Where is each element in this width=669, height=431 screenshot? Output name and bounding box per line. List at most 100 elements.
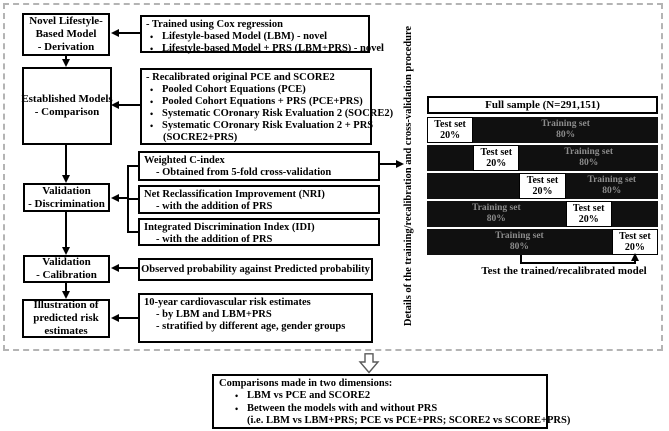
comparisons-line: Comparisons made in two dimensions:	[219, 378, 393, 389]
left-arrow-head-icon	[111, 314, 119, 322]
test-set-cell: Test set 20%	[519, 173, 566, 199]
test-set-pct: 20%	[532, 186, 553, 197]
bracket-stub-line	[127, 231, 138, 233]
detail-bullet-line: • Pooled Cohort Equations (PCE)	[146, 84, 366, 96]
test-set-pct: 20%	[624, 242, 645, 253]
bullet-icon: •	[150, 32, 154, 42]
detail-line: Net Reclassification Improvement (NRI)	[144, 189, 325, 200]
detail-box-comparison: - Recalibrated original PCE and SCORE2 •…	[140, 68, 393, 145]
cv-fold-row-4: Training set 80% Test set 20%	[427, 201, 658, 227]
cv-fold-row-1: Test set 20% Training set 80%	[427, 117, 658, 143]
cv-caption: Test the trained/recalibrated model	[481, 265, 647, 277]
detail-line: - Recalibrated original PCE and SCORE2	[146, 72, 335, 83]
right-arrow-head-icon	[396, 160, 404, 168]
down-arrow-head-icon	[62, 291, 70, 299]
test-set-label: Test set	[480, 147, 513, 158]
detail-line: Lifestyle-based Model + PRS (LBM+PRS) - …	[162, 43, 384, 54]
flow-box-line: Established Models	[21, 93, 113, 105]
down-arrow-line	[65, 56, 67, 61]
detail-bullet-line: •Lifestyle-based Model + PRS (LBM+PRS) -…	[146, 43, 384, 55]
left-arrow-line	[118, 267, 138, 269]
down-arrow-head-icon	[62, 175, 70, 183]
rotated-panel-title: Details of the training/recalibration an…	[403, 25, 414, 327]
detail-line: 10-year cardiovascular risk estimates	[144, 297, 311, 308]
detail-box-nri: Net Reclassification Improvement (NRI) -…	[138, 185, 380, 214]
comparisons-bullet-line: • LBM vs PCE and SCORE2	[219, 390, 541, 402]
detail-line: - Obtained from 5-fold cross-validation	[156, 167, 332, 178]
full-sample-label: Full sample (N=291,151)	[485, 99, 600, 111]
flow-box-line: - Discrimination	[28, 197, 105, 210]
detail-line: (SOCRE2+PRS)	[163, 132, 238, 143]
right-arrow-line	[380, 163, 397, 165]
detail-line: - stratified by different age, gender gr…	[156, 321, 346, 332]
bullet-icon: •	[150, 121, 154, 131]
down-arrow-line	[65, 145, 67, 176]
detail-box-c-index: Weighted C-index - Obtained from 5-fold …	[138, 151, 380, 181]
test-set-label: Test set	[619, 231, 651, 242]
cv-fold-row-2: Test set 20% Training set 80%	[427, 145, 658, 171]
bullet-icon: •	[235, 403, 239, 414]
test-connector-line	[520, 262, 636, 264]
comparisons-bullet-line: •Between the models with and without PRS	[219, 403, 541, 415]
flow-box-line: Validation	[42, 184, 91, 197]
comparisons-box: Comparisons made in two dimensions: • LBM…	[212, 374, 571, 429]
cv-fold-row-3: Test set 20% Training set 80%	[427, 173, 658, 199]
detail-line: Pooled Cohort Equations (PCE)	[162, 84, 306, 95]
left-arrow-line	[118, 104, 140, 106]
detail-line: Integrated Discrimination Index (IDI)	[144, 222, 315, 233]
left-arrow-head-icon	[111, 29, 119, 37]
left-arrow-line	[118, 32, 140, 34]
left-arrow-head-icon	[111, 101, 119, 109]
comparisons-line: LBM vs PCE and SCORE2	[247, 390, 371, 402]
flow-box-validation-discrimination: Validation - Discrimination	[23, 183, 110, 212]
flow-box-line: Novel Lifestyle-	[29, 15, 103, 27]
test-set-cell: Test set 20%	[611, 229, 658, 255]
bullet-icon: •	[150, 109, 154, 119]
bracket-vertical-line	[127, 165, 129, 233]
left-arrow-head-icon	[111, 264, 119, 272]
flow-box-derivation: Novel Lifestyle- Based Model - Derivatio…	[22, 13, 110, 56]
detail-line: Pooled Cohort Equations + PRS (PCE+PRS)	[162, 96, 363, 107]
comparisons-line: (i.e. LBM vs LBM+PRS; PCE vs PCE+PRS; SC…	[247, 414, 571, 426]
detail-box-illustration: 10-year cardiovascular risk estimates - …	[138, 293, 373, 343]
detail-line: - with the addition of PRS	[156, 234, 273, 245]
down-arrow-line	[65, 283, 67, 293]
detail-line: Systematic COronary Risk Evaluation 2 + …	[162, 120, 374, 131]
detail-bullet-line: • Systematic COronary Risk Evaluation 2 +…	[146, 120, 373, 132]
down-arrow-line	[65, 212, 67, 248]
left-arrow-head-icon	[111, 194, 119, 202]
test-connector-line	[634, 258, 636, 264]
flow-box-line: predicted risk	[33, 312, 99, 324]
detail-box-derivation: - Trained using Cox regression •Lifestyl…	[140, 15, 384, 55]
flow-box-line: Validation	[42, 256, 91, 268]
flow-box-line: Based Model	[35, 28, 97, 40]
cv-fold-row-5: Training set 80% Test set 20%	[427, 229, 658, 255]
detail-line: - with the addition of PRS	[156, 201, 273, 212]
left-arrow-line	[118, 317, 138, 319]
up-arrow-head-icon	[631, 253, 639, 261]
detail-bullet-line: •Pooled Cohort Equations + PRS (PCE+PRS)	[146, 96, 366, 108]
detail-bullet-line: •Lifestyle-based Model (LBM) - novel	[146, 31, 364, 43]
training-set-label: Training set 80%	[587, 175, 637, 196]
detail-line: Observed probability against Predicted p…	[141, 263, 370, 275]
flow-box-validation-calibration: Validation - Calibration	[23, 255, 110, 283]
detail-box-idi: Integrated Discrimination Index (IDI) - …	[138, 218, 380, 246]
detail-line: Weighted C-index	[144, 155, 225, 166]
test-set-cell: Test set 20%	[473, 145, 520, 171]
left-arrow-line	[118, 197, 128, 199]
flow-box-line: - Derivation	[37, 41, 95, 53]
flow-box-line: - Comparison	[34, 106, 100, 118]
flow-box-line: estimates	[44, 325, 88, 337]
test-set-cell: Test set 20%	[565, 201, 612, 227]
detail-box-calibration: Observed probability against Predicted p…	[138, 258, 373, 281]
test-set-label: Test set	[526, 175, 559, 186]
bullet-icon: •	[150, 85, 154, 95]
down-arrow-head-icon	[62, 247, 70, 255]
test-set-pct: 20%	[440, 130, 461, 141]
bullet-icon: •	[235, 391, 239, 402]
test-set-pct: 20%	[486, 158, 507, 169]
hollow-down-arrow-icon	[358, 353, 380, 374]
detail-bullet-line: •Systematic COronary Risk Evaluation 2 (…	[146, 108, 393, 120]
dashed-outline-frame	[3, 3, 663, 351]
